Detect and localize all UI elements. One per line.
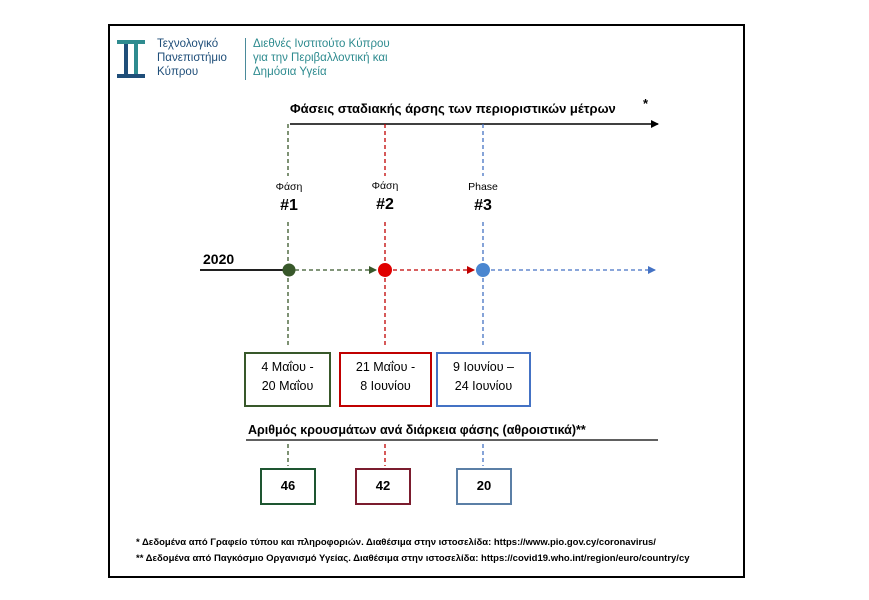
phase-1-number: #1 bbox=[280, 197, 298, 214]
phase-2-cases: 42 bbox=[355, 468, 411, 505]
phase-1-dates: 4 Μαΐου - 20 Μαΐου bbox=[244, 352, 331, 407]
title-footnote-marker: * bbox=[643, 96, 649, 111]
logo-separator bbox=[245, 38, 246, 80]
university-logo-icon bbox=[117, 40, 145, 78]
phase-3-dates: 9 Ιουνίου – 24 Ιουνίου bbox=[436, 352, 531, 407]
phase-2-dates: 21 Μαΐου - 8 Ιουνίου bbox=[339, 352, 432, 407]
footnote-1: * Δεδομένα από Γραφείο τύπου και πληροφο… bbox=[136, 537, 656, 548]
cases-title: Αριθμός κρουσμάτων ανά διάρκεια φάσης (α… bbox=[248, 423, 586, 437]
phase-3-number: #3 bbox=[474, 197, 492, 214]
phase-3-marker bbox=[476, 263, 490, 277]
diagram-title: Φάσεις σταδιακής άρσης των περιοριστικών… bbox=[290, 101, 616, 116]
phase-1-marker bbox=[282, 263, 296, 277]
phase-3-cases: 20 bbox=[456, 468, 512, 505]
footnote-2: ** Δεδομένα από Παγκόσμιο Οργανισμό Υγεί… bbox=[136, 553, 690, 564]
phase-2-number: #2 bbox=[376, 196, 394, 213]
institute-name: Διεθνές Ινστιτούτο Κύπρου για την Περιβα… bbox=[253, 38, 390, 78]
phase-1-cases: 46 bbox=[260, 468, 316, 505]
phase-3-label: Phase bbox=[468, 181, 498, 193]
phase-2-label: Φάση bbox=[371, 180, 399, 192]
figure-frame bbox=[108, 24, 745, 578]
phase-1-label: Φάση bbox=[275, 181, 303, 193]
year-label: 2020 bbox=[203, 251, 235, 267]
university-name: Τεχνολογικό Πανεπιστήμιο Κύπρου bbox=[157, 38, 227, 78]
phase-2-marker bbox=[378, 263, 392, 277]
